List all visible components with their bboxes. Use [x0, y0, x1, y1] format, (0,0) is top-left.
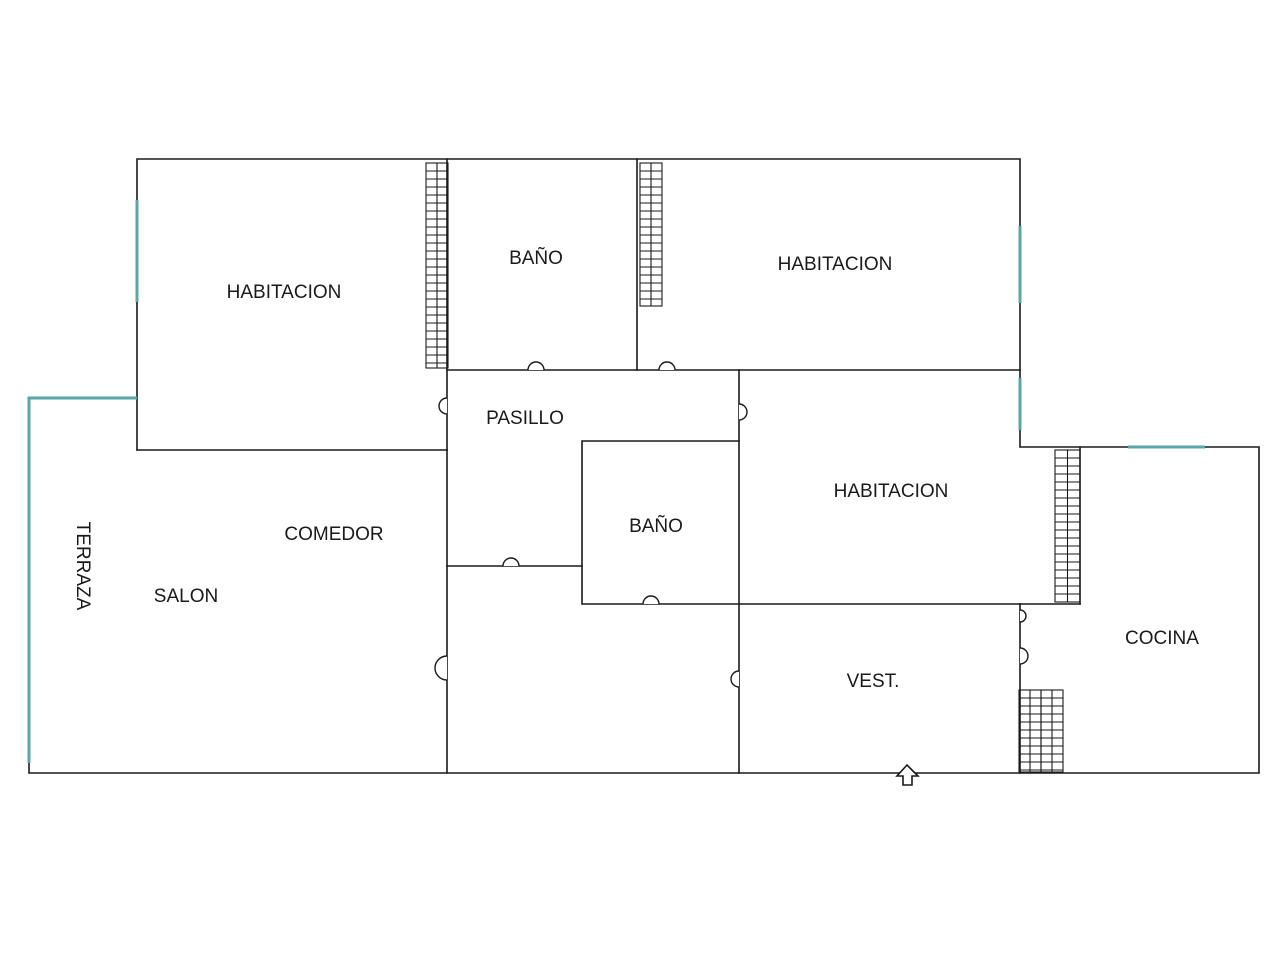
wardrobe-2 — [639, 162, 663, 307]
doors — [434, 361, 1029, 688]
entrance-arrow-icon — [895, 763, 920, 786]
room-label-habitacion-2: HABITACION — [778, 254, 893, 275]
wardrobe-4 — [1018, 689, 1042, 773]
wardrobe-3 — [1054, 449, 1081, 603]
wardrobes — [425, 162, 1081, 773]
wardrobe-1 — [425, 162, 449, 369]
room-label-habitacion-1: HABITACION — [227, 282, 342, 303]
room-label-comedor: COMEDOR — [284, 524, 383, 545]
wardrobe-5 — [1040, 689, 1064, 773]
room-label-salon: SALON — [154, 586, 218, 607]
windows — [27, 200, 1205, 763]
room-label-bano-2: BAÑO — [629, 515, 683, 537]
room-label-habitacion-3: HABITACION — [834, 481, 949, 502]
room-labels: HABITACION BAÑO HABITACION PASILLO BAÑO … — [72, 247, 1199, 692]
room-label-vestibulo: VEST. — [847, 671, 900, 692]
room-label-cocina: COCINA — [1125, 628, 1199, 649]
room-label-pasillo: PASILLO — [486, 408, 564, 429]
room-label-terraza: TERRAZA — [72, 522, 93, 611]
room-label-bano-1: BAÑO — [509, 247, 563, 269]
